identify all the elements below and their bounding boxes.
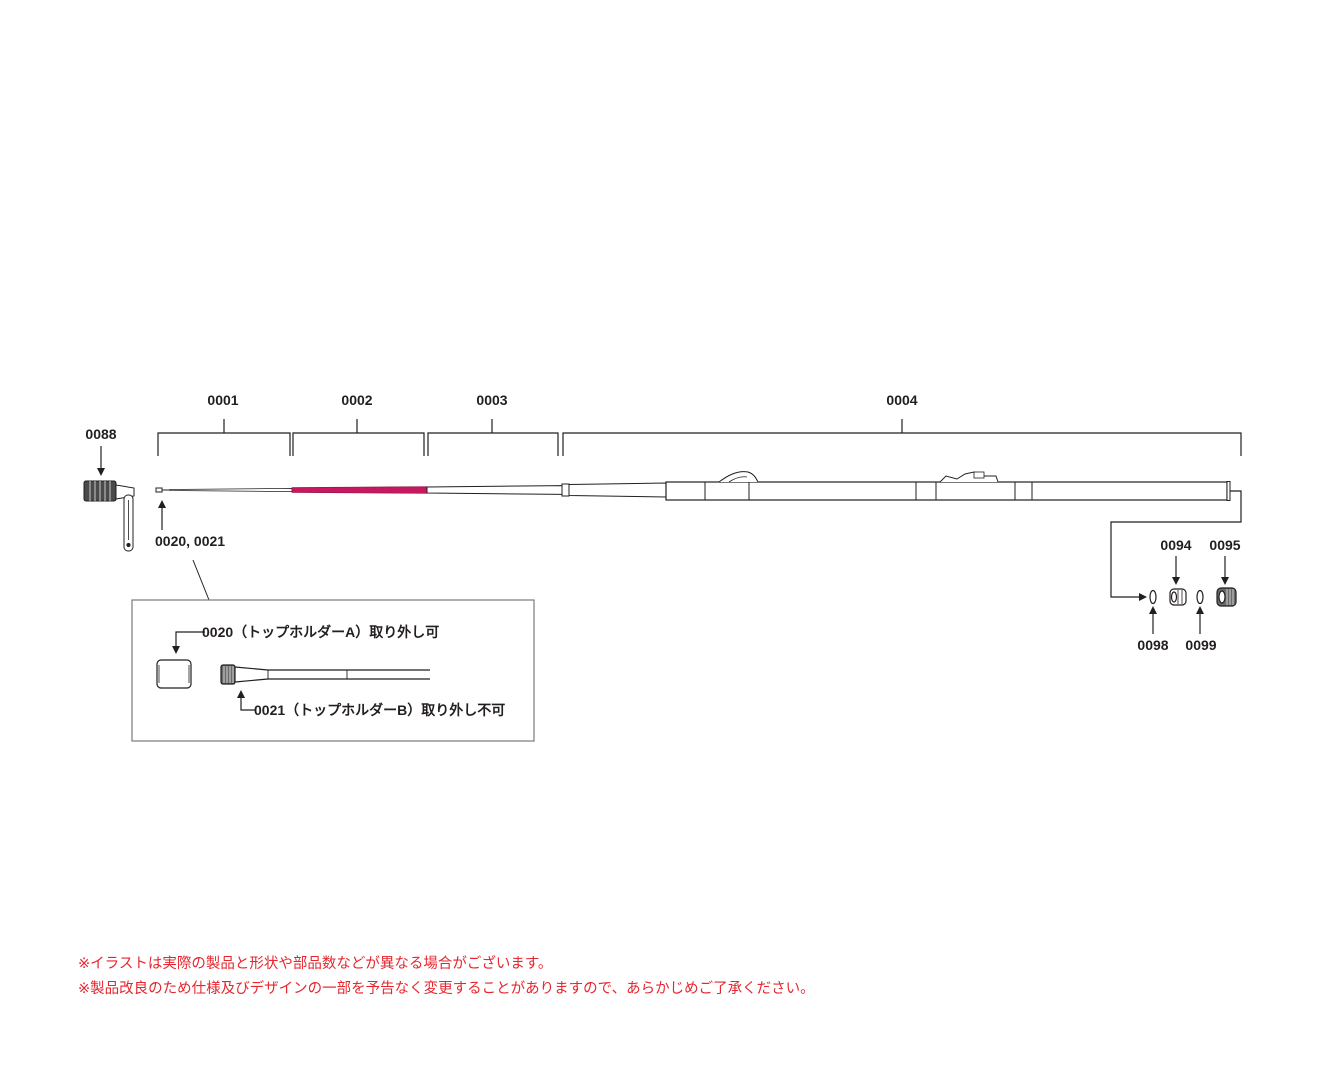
bracket-0004 bbox=[562, 419, 1242, 456]
bracket-0002 bbox=[292, 419, 425, 456]
butt-leader bbox=[1110, 490, 1242, 601]
rod-reel-hood bbox=[718, 471, 759, 483]
label-0094: 0094 bbox=[1160, 537, 1192, 553]
top-holder-b bbox=[220, 664, 430, 685]
o-ring-0099 bbox=[1196, 589, 1204, 605]
label-0095: 0095 bbox=[1209, 537, 1241, 553]
rod-guide-ring bbox=[973, 471, 985, 479]
rod-guide-mount bbox=[939, 471, 999, 483]
note-illustration-disclaimer: ※イラストは実際の製品と形状や部品数などが異なる場合がございます。 bbox=[78, 956, 553, 972]
rod-section-0002 bbox=[291, 486, 428, 494]
label-holder-a: 0020（トップホルダーA）取り外し可 bbox=[202, 624, 440, 640]
arrow-holder-b bbox=[237, 690, 256, 711]
label-0002: 0002 bbox=[341, 392, 373, 408]
inset-leader bbox=[192, 559, 210, 601]
inset-box bbox=[131, 599, 535, 742]
rod-section-0003 bbox=[426, 485, 563, 495]
rod-section-0001 bbox=[169, 487, 293, 493]
label-holder-b: 0021（トップホルダーB）取り外し不可 bbox=[254, 702, 506, 718]
rod-butt-cap bbox=[1226, 481, 1231, 501]
rod-ferrule bbox=[561, 483, 570, 497]
label-0001: 0001 bbox=[207, 392, 239, 408]
o-ring-0098 bbox=[1149, 589, 1157, 605]
top-holder-tip bbox=[155, 487, 170, 493]
arrow-holder-a bbox=[172, 631, 205, 654]
bracket-0003 bbox=[427, 419, 559, 456]
top-holder-a bbox=[156, 659, 192, 689]
label-0098: 0098 bbox=[1137, 637, 1169, 653]
note-specification-change: ※製品改良のため仕様及びデザインの一部を予告なく変更することがありますので、あら… bbox=[78, 981, 815, 997]
rod bbox=[169, 471, 1231, 501]
label-0088: 0088 bbox=[85, 426, 117, 442]
label-0020-0021: 0020, 0021 bbox=[155, 533, 226, 549]
rod-reel-hood-inner bbox=[728, 476, 748, 483]
rod-cap-0088 bbox=[83, 480, 135, 552]
rod-grip-seams bbox=[704, 482, 1033, 500]
butt-cap-0094 bbox=[1169, 588, 1187, 606]
label-0004: 0004 bbox=[886, 392, 918, 408]
butt-parts bbox=[1149, 587, 1237, 607]
section-brackets bbox=[157, 419, 1242, 456]
rod-section-0004-upper bbox=[568, 482, 667, 498]
rod-handle bbox=[665, 481, 1228, 501]
butt-cap-0095 bbox=[1216, 587, 1237, 607]
label-0003: 0003 bbox=[476, 392, 508, 408]
bracket-0001 bbox=[157, 419, 291, 456]
label-0099: 0099 bbox=[1185, 637, 1217, 653]
